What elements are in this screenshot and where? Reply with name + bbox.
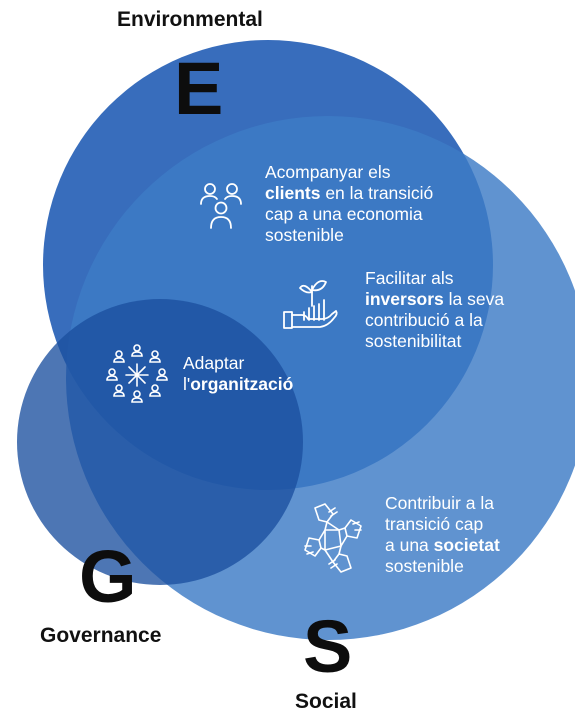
circle-governance bbox=[17, 299, 303, 585]
item-organitzacio-line-2: l'organització bbox=[183, 374, 294, 394]
item-clients-line-4: sostenible bbox=[265, 225, 344, 245]
letter-e: E bbox=[174, 47, 224, 130]
item-clients-line-3: cap a una economia bbox=[265, 204, 423, 224]
hand-growth-icon bbox=[282, 276, 342, 336]
organization-network-icon bbox=[106, 344, 168, 406]
joined-hands-icon bbox=[295, 500, 371, 576]
item-organitzacio-text: Adaptar l'organització bbox=[183, 353, 293, 395]
people-group-icon bbox=[197, 180, 247, 230]
heading-social: Social bbox=[295, 690, 357, 713]
item-inversors-line-4: sostenibilitat bbox=[365, 331, 462, 351]
item-societat-line-4: sostenible bbox=[385, 556, 464, 576]
item-organitzacio-line-1: Adaptar bbox=[183, 353, 245, 373]
item-inversors-line-2: inversors la seva bbox=[365, 289, 505, 309]
letter-s: S bbox=[303, 605, 353, 688]
item-inversors-line-3: contribució a la bbox=[365, 310, 483, 330]
heading-governance: Governance bbox=[40, 624, 162, 647]
item-clients-line-2: clients en la transició bbox=[265, 183, 434, 203]
item-clients-line-1: Acompanyar els bbox=[265, 162, 391, 182]
letter-g: G bbox=[79, 535, 137, 618]
item-inversors-line-1: Facilitar als bbox=[365, 268, 454, 288]
item-societat-line-1: Contribuir a la bbox=[385, 493, 494, 513]
heading-environmental: Environmental bbox=[117, 8, 263, 31]
item-societat-line-3: a una societat bbox=[385, 535, 500, 555]
item-clients-text: Acompanyar els clients en la transició c… bbox=[265, 162, 433, 246]
item-inversors-text: Facilitar als inversors la seva contribu… bbox=[365, 268, 504, 352]
item-societat-line-2: transició cap bbox=[385, 514, 484, 534]
item-societat-text: Contribuir a la transició cap a una soci… bbox=[385, 493, 500, 577]
